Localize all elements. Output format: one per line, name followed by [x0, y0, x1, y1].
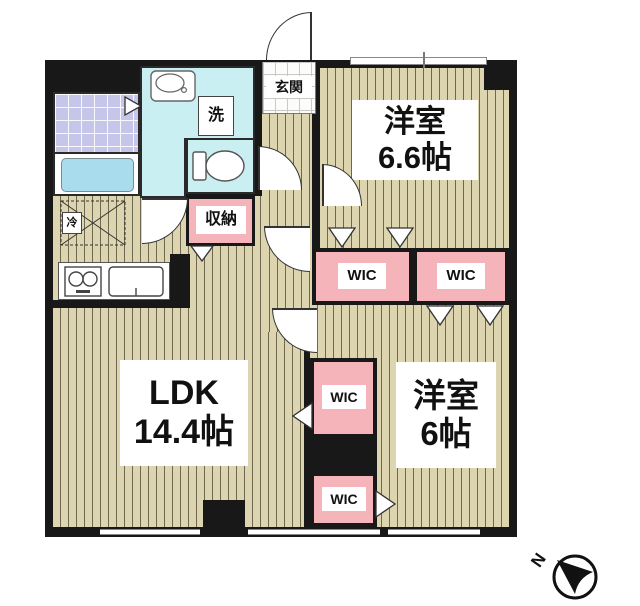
ldk-name: LDK	[149, 373, 219, 412]
wic-b-fold-door-icon-2	[476, 305, 504, 326]
ldk-labelbox: LDK 14.4帖	[120, 360, 248, 466]
wic-divider-wall	[310, 438, 377, 472]
wic-d-label: WIC	[330, 490, 358, 507]
compass-needle-icon	[557, 560, 593, 594]
bedroom1-name: 洋室	[384, 104, 446, 140]
wic-d-labelbox: WIC	[322, 487, 366, 511]
wic-a-fold-door-icon-1	[328, 227, 356, 248]
bedroom1-size: 6.6帖	[377, 140, 453, 175]
kitchen-side-wall	[170, 254, 190, 304]
washroom-lower	[140, 138, 186, 198]
refrigerator-box	[60, 200, 126, 246]
kitchen-sink-icon	[108, 266, 164, 297]
compass: N	[527, 550, 598, 600]
bedroom1-labelbox: 洋室 6.6帖	[352, 100, 478, 180]
bathtub-area	[53, 152, 140, 196]
bedroom2-labelbox: 洋室 6帖	[396, 362, 496, 468]
stove-icon	[64, 266, 102, 297]
wic-b-fold-door-icon-1	[426, 305, 454, 326]
refrigerator-labelbox: 冷	[62, 212, 82, 234]
bath-door-icon	[124, 96, 142, 116]
storage-fold-door-icon	[190, 245, 214, 262]
wic-b-label: WIC	[446, 267, 476, 285]
entrance-labelbox: 玄関	[266, 76, 312, 98]
bedroom2-name: 洋室	[413, 377, 479, 415]
balcony-pillar	[203, 500, 245, 534]
refrigerator-label: 冷	[66, 216, 78, 229]
wic-c-fold-door-icon	[292, 402, 313, 430]
laundry-box: 洗	[198, 96, 234, 136]
bedroom2-size: 6帖	[420, 415, 472, 452]
ldk-window-left	[100, 529, 200, 535]
bath-room	[53, 92, 140, 154]
bedroom2-window	[388, 529, 480, 535]
hallway-floor	[262, 114, 312, 332]
laundry-label: 洗	[207, 106, 224, 124]
ldk-size: 14.4帖	[133, 413, 235, 451]
entrance-label: 玄関	[275, 78, 303, 95]
kitchen-front-wall	[53, 300, 190, 308]
bathtub	[61, 158, 134, 192]
wic-b-labelbox: WIC	[437, 263, 485, 289]
wic-c-labelbox: WIC	[322, 385, 366, 409]
wic-d-fold-door-icon	[375, 490, 396, 518]
wic-c-label: WIC	[330, 388, 358, 405]
entrance-door	[266, 12, 312, 60]
bedroom1-window	[350, 57, 487, 65]
storage-label: 収納	[204, 210, 237, 228]
wic-a-label: WIC	[347, 267, 377, 285]
toilet-icon	[192, 150, 245, 182]
ldk-window-right	[248, 529, 380, 535]
wic-a-fold-door-icon-2	[386, 227, 414, 248]
bedroom1-window-tick	[423, 52, 425, 68]
corner-pillar	[484, 68, 509, 90]
wic-a-labelbox: WIC	[338, 263, 386, 289]
compass-north-label: N	[527, 550, 550, 571]
storage-labelbox: 収納	[196, 206, 246, 234]
sink-icon	[150, 70, 196, 102]
